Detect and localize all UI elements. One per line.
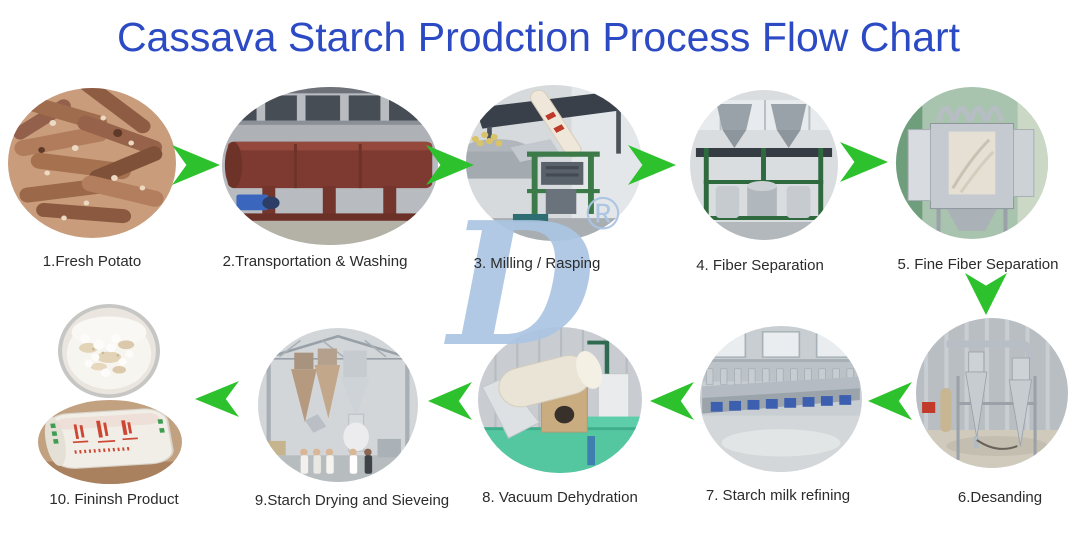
step-label-1: 1.Fresh Potato [42, 253, 142, 270]
arrow-down-icon [965, 273, 1007, 315]
step-label-5: 5. Fine Fiber Separation [897, 256, 1059, 273]
sieve-cabinet-illustration [896, 87, 1048, 239]
sieve-frame-illustration [690, 90, 838, 240]
step-label-8: 8. Vacuum Dehydration [482, 489, 638, 506]
step-label-4: 4. Fiber Separation [696, 257, 824, 274]
photo-fiber-separation [690, 90, 838, 240]
starch-bag-illustration [38, 400, 182, 484]
drum-washer-illustration [222, 87, 438, 245]
arrow-right-icon [172, 145, 220, 185]
step-label-9: 9.Starch Drying and Sieveing [254, 492, 450, 509]
photo-fine-fiber-separation [896, 87, 1048, 239]
starch-powder-illustration [58, 304, 160, 398]
cassava-roots-illustration [8, 88, 176, 238]
company-logo-watermark: D [448, 185, 596, 385]
arrow-left-icon [868, 382, 912, 420]
photo-starch-bag [38, 400, 182, 484]
hydrocyclone-row-illustration [700, 326, 862, 472]
desander-cyclones-illustration [916, 318, 1068, 468]
photo-starch-drying [258, 328, 418, 482]
step-label-3: 3. Milling / Rasping [473, 255, 601, 272]
flash-dryer-illustration [258, 328, 418, 482]
arrow-left-icon [428, 382, 472, 420]
vacuum-drum-illustration [478, 327, 642, 473]
registered-trademark-icon: ® [586, 187, 620, 239]
photo-starch-milk-refining [700, 326, 862, 472]
photo-milling-machine [466, 85, 642, 241]
photo-washing-machine [222, 87, 438, 245]
rasper-illustration [466, 85, 642, 241]
arrow-left-icon [650, 382, 694, 420]
arrow-left-icon [195, 381, 239, 417]
step-label-10: 10. Fininsh Product [49, 491, 179, 508]
photo-vacuum-dehydration [478, 327, 642, 473]
step-label-2: 2.Transportation & Washing [222, 253, 408, 270]
arrow-right-icon [840, 142, 888, 182]
step-label-7: 7. Starch milk refining [705, 487, 851, 504]
photo-starch-powder [58, 304, 160, 398]
step-label-6: 6.Desanding [957, 489, 1043, 506]
page-title: Cassava Starch Prodction Process Flow Ch… [116, 14, 961, 60]
photo-fresh-cassava [8, 88, 176, 238]
photo-desanding [916, 318, 1068, 468]
